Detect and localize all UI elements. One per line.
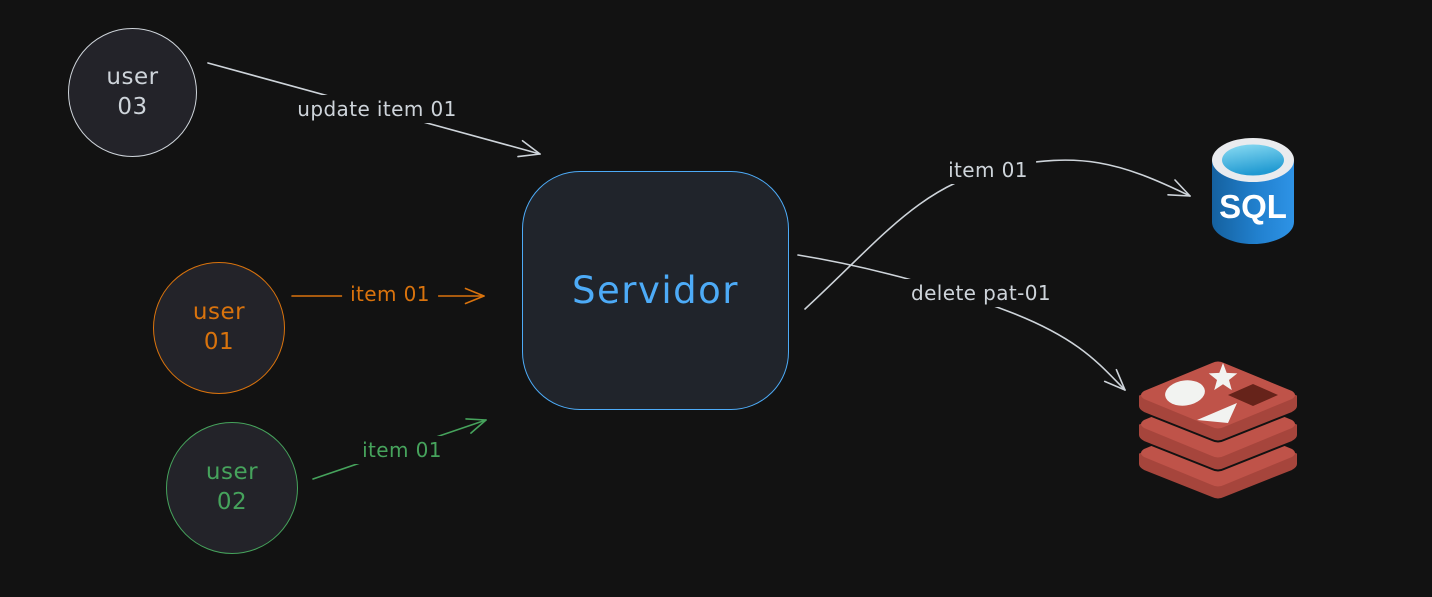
edge-line	[797, 254, 1126, 391]
arrowhead-icon	[464, 287, 485, 305]
redis-star-shape	[1208, 363, 1238, 391]
edge-server-redis[interactable]	[797, 254, 1126, 391]
redis-circle-shape	[1165, 380, 1205, 406]
node-server-label: Servidor	[572, 269, 739, 312]
node-user03[interactable]: user 03	[68, 28, 197, 157]
node-user02[interactable]: user 02	[166, 422, 298, 554]
arrowhead-icon	[517, 139, 541, 158]
node-user01-label: user 01	[193, 298, 245, 358]
sql-database-icon[interactable]: SQL	[1206, 132, 1300, 250]
sql-label: SQL	[1219, 188, 1287, 225]
edge-label-update-item-01[interactable]: update item 01	[289, 95, 465, 123]
edge-label-delete-pat-01[interactable]: delete pat-01	[902, 279, 1060, 307]
edge-label-item-01-orange[interactable]: item 01	[342, 280, 438, 308]
node-user03-line1: user	[106, 63, 159, 90]
node-user03-label: user 03	[106, 63, 158, 123]
node-user02-line2: 02	[216, 489, 248, 515]
redis-pyramid-shape	[1228, 384, 1278, 406]
node-server[interactable]: Servidor	[522, 171, 789, 410]
arrowhead-icon	[1103, 368, 1126, 391]
redis-icon[interactable]	[1130, 352, 1306, 508]
edge-label-item-01-green[interactable]: item 01	[354, 436, 450, 464]
edge-label-item-01-sql[interactable]: item 01	[940, 156, 1036, 184]
node-user02-line1: user	[205, 459, 259, 486]
node-user02-label: user 02	[206, 458, 258, 518]
node-user01-line2: 01	[203, 329, 235, 355]
node-user03-line2: 03	[117, 93, 148, 120]
node-user01-line1: user	[192, 299, 246, 326]
node-user01[interactable]: user 01	[153, 262, 285, 394]
sql-cylinder-top	[1222, 144, 1284, 176]
sql-cylinder-body	[1212, 160, 1294, 244]
redis-triangle-shape	[1197, 403, 1237, 423]
arrowhead-icon	[465, 418, 487, 434]
arrowhead-icon	[1167, 179, 1191, 197]
